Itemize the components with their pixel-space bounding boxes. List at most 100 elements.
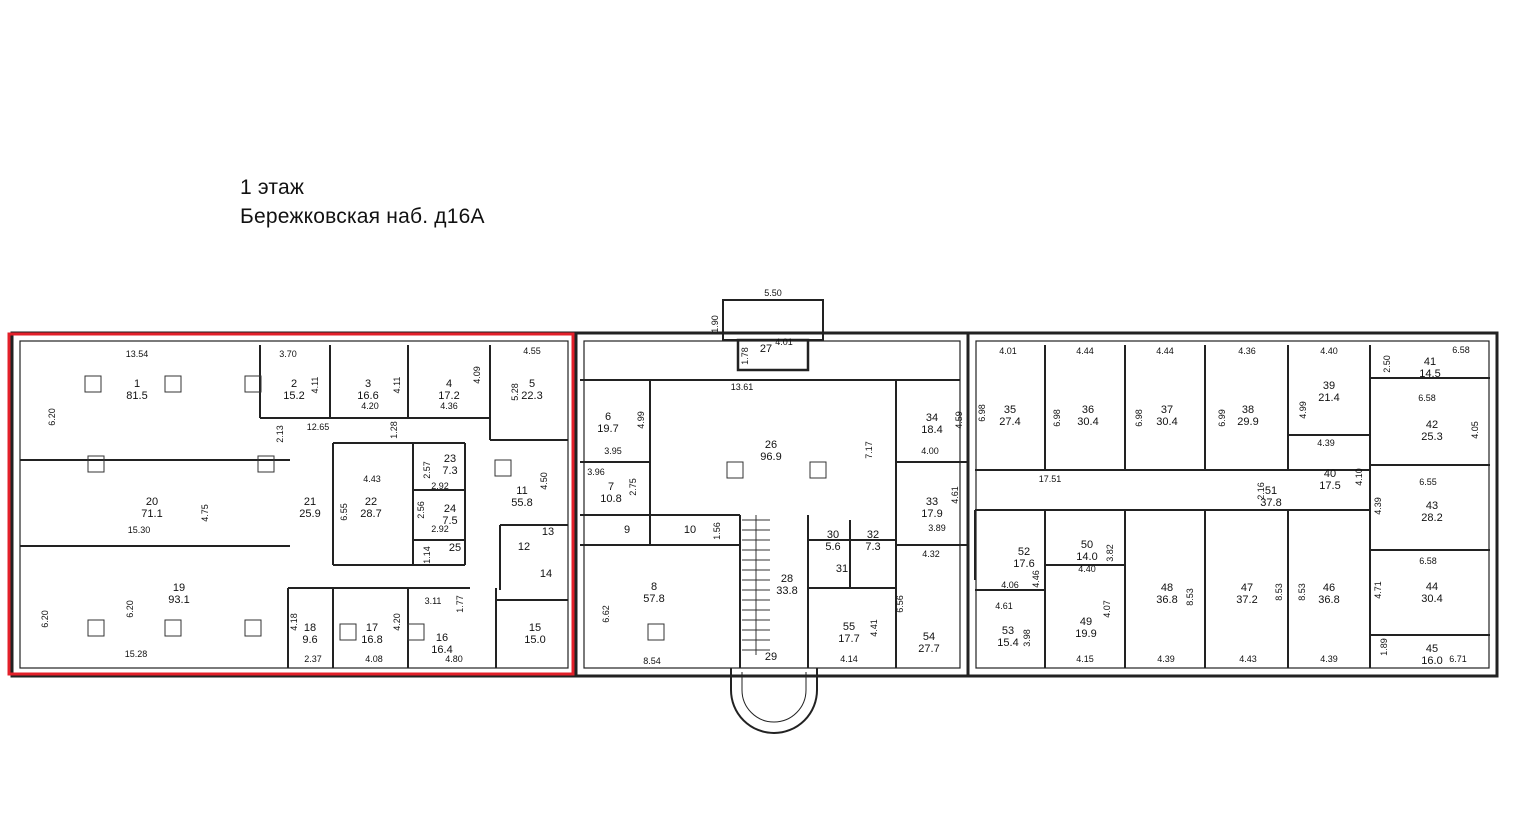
room-5[interactable]: 522.3 [521,378,542,402]
room-number: 46 [1323,582,1335,594]
dimension-label: 4.01 [999,346,1017,356]
dimension-label: 6.55 [1419,477,1437,487]
room-27[interactable]: 27 [760,343,772,355]
room-2[interactable]: 215.2 [283,378,304,402]
dimension-label: 4.61 [995,601,1013,611]
room-area: 30.4 [1156,416,1177,428]
room-number: 27 [760,343,772,355]
room-25[interactable]: 25 [449,542,461,554]
room-number: 50 [1081,539,1093,551]
dimension-label: 15.30 [128,525,151,535]
room-number: 30 [827,529,839,541]
room-number: 47 [1241,582,1253,594]
room-12[interactable]: 12 [518,541,530,553]
room-area: 27.4 [999,416,1020,428]
dimension-label: 1.28 [389,421,399,439]
room-area: 55.8 [511,497,532,509]
dimension-label: 3.96 [587,467,605,477]
walls [10,299,1499,734]
room-area: 36.8 [1156,594,1177,606]
room-29[interactable]: 29 [765,651,777,663]
room-14[interactable]: 14 [540,568,552,580]
dimension-label: 4.15 [1076,654,1094,664]
room-32[interactable]: 327.3 [864,529,882,553]
room-number: 1 [134,378,140,390]
highlight-frame[interactable] [7,332,575,676]
dimension-label: 2.92 [431,524,449,534]
dimension-label: 5.50 [764,288,782,298]
entrance-rotunda [730,668,818,734]
room-1[interactable]: 181.5 [126,378,147,402]
dimension-label: 6.71 [1449,654,1467,664]
room-30[interactable]: 305.6 [824,529,842,553]
dimension-label: 4.55 [523,346,541,356]
dimension-label: 4.40 [1078,564,1096,574]
room-23[interactable]: 237.3 [441,453,459,477]
dimension-label: 6.55 [339,503,349,521]
room-area: 17.7 [838,633,859,645]
dimension-label: 6.98 [1134,409,1144,427]
room-area: 10.8 [600,493,621,505]
room-9[interactable]: 9 [624,524,630,536]
room-4[interactable]: 417.2 [438,378,459,402]
room-number: 6 [605,411,611,423]
dimension-label: 6.20 [125,600,135,618]
room-24[interactable]: 247.5 [441,503,459,527]
room-3[interactable]: 316.6 [357,378,378,402]
dimension-label: 1.89 [1379,638,1389,656]
dimension-label: 6.62 [601,605,611,623]
room-area: 9.6 [302,634,317,646]
room-8[interactable]: 857.8 [643,581,664,605]
dimension-label: 4.11 [392,377,402,394]
room-number: 19 [173,582,185,594]
dimension-label: 4.99 [1298,401,1308,419]
room-6[interactable]: 619.7 [597,411,618,435]
room-31[interactable]: 31 [836,563,848,575]
room-18[interactable]: 189.6 [301,622,319,646]
dimension-label: 2.16 [1256,482,1266,500]
room-number: 13 [542,526,554,538]
room-13[interactable]: 13 [542,526,554,538]
room-area: 25.9 [299,508,320,520]
dimension-label: 4.20 [361,401,379,411]
dimension-label: 4.43 [1239,654,1257,664]
room-10[interactable]: 10 [684,524,696,536]
room-7[interactable]: 710.8 [600,481,621,505]
dimension-label: 2.37 [304,654,322,664]
dimension-label: 7.17 [864,441,874,459]
dimension-label: 3.98 [1022,629,1032,647]
